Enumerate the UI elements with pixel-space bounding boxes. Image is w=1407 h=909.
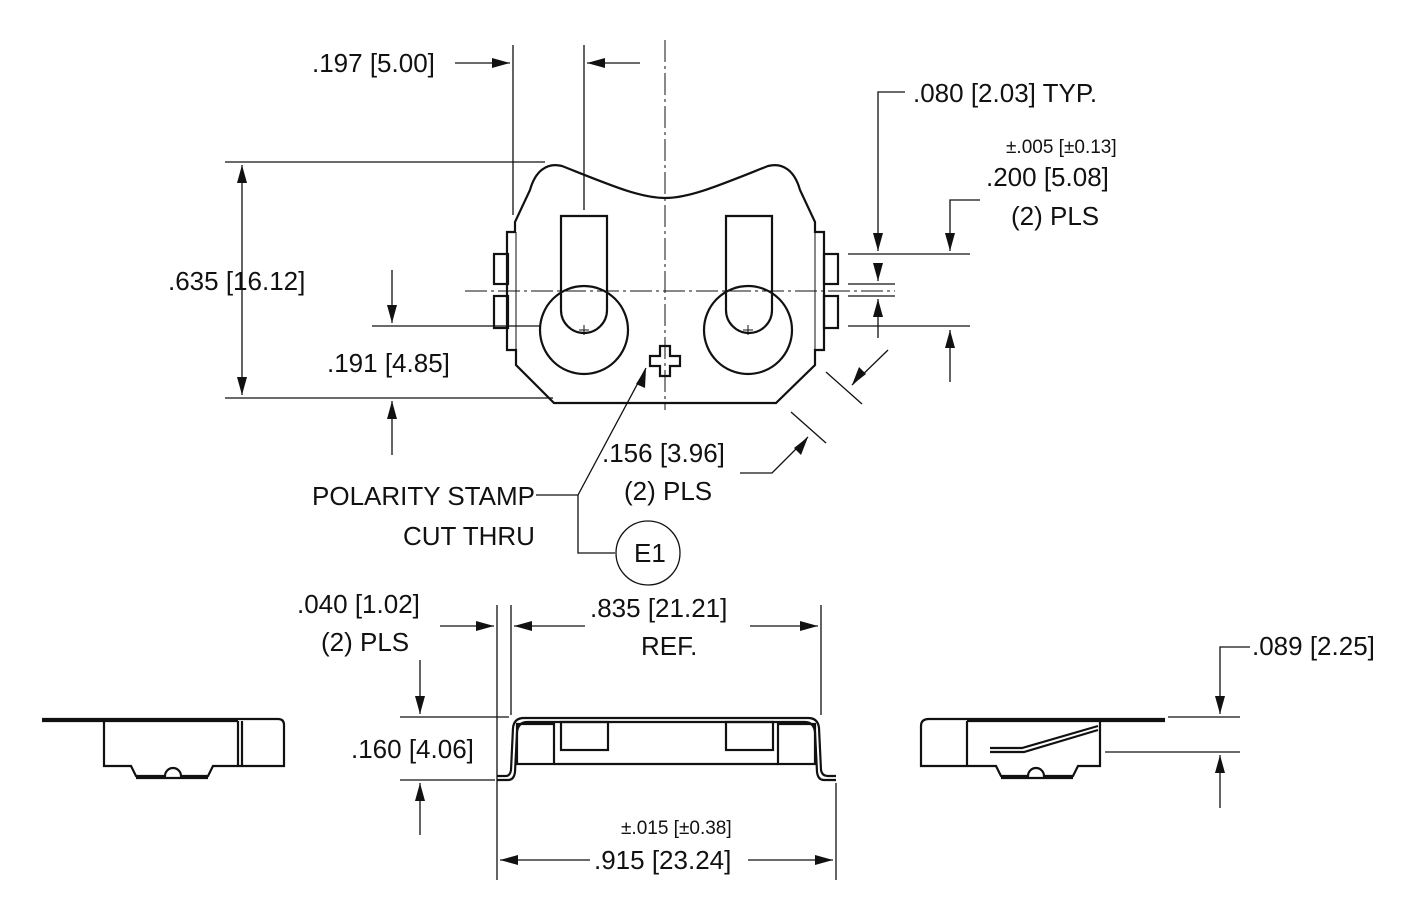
- dim-tab-spacing: .200 [5.08]: [986, 162, 1109, 192]
- bottom-arrowheads: [415, 621, 1225, 865]
- dim-height: .635 [16.12]: [168, 266, 305, 296]
- front-view: [497, 716, 836, 782]
- cut-thru-label: CUT THRU: [403, 521, 535, 551]
- left-side-view: [42, 717, 286, 780]
- callout-e1: E1: [634, 538, 666, 568]
- top-view-arrowheads: [237, 58, 955, 455]
- bottom-dimension-lines: [400, 605, 1250, 880]
- polarity-stamp-label: POLARITY STAMP: [312, 481, 535, 511]
- dim-side-height: .089 [2.25]: [1252, 631, 1375, 661]
- dim-tolerance-top: ±.005 [±0.13]: [1006, 137, 1117, 158]
- dim-tab-width: .080 [2.03] TYP.: [913, 78, 1097, 108]
- dim-width-slot: .197 [5.00]: [312, 48, 435, 78]
- dim-thickness: .040 [1.02]: [297, 589, 420, 619]
- dim-hole-offset: .191 [4.85]: [327, 348, 450, 378]
- polarity-stamp-plus: [648, 344, 682, 378]
- dim-tab-spacing-note: (2) PLS: [1011, 201, 1099, 231]
- top-view-outline: [492, 164, 840, 405]
- dim-thickness-note: (2) PLS: [321, 627, 409, 657]
- dim-ref-note: REF.: [641, 631, 697, 661]
- dim-hole-dia: .156 [3.96]: [602, 438, 725, 468]
- right-contact-hole: [702, 214, 794, 376]
- dim-hole-dia-note: (2) PLS: [624, 476, 712, 506]
- dim-tolerance-bottom: ±.015 [±0.38]: [621, 818, 732, 839]
- left-contact-hole: [538, 214, 630, 376]
- dim-ref-width: .835 [21.21]: [590, 593, 727, 623]
- right-side-view: [919, 717, 1165, 780]
- dim-total-height: .160 [4.06]: [351, 734, 474, 764]
- dim-overall-width: .915 [23.24]: [594, 845, 731, 875]
- centerlines: [465, 40, 895, 410]
